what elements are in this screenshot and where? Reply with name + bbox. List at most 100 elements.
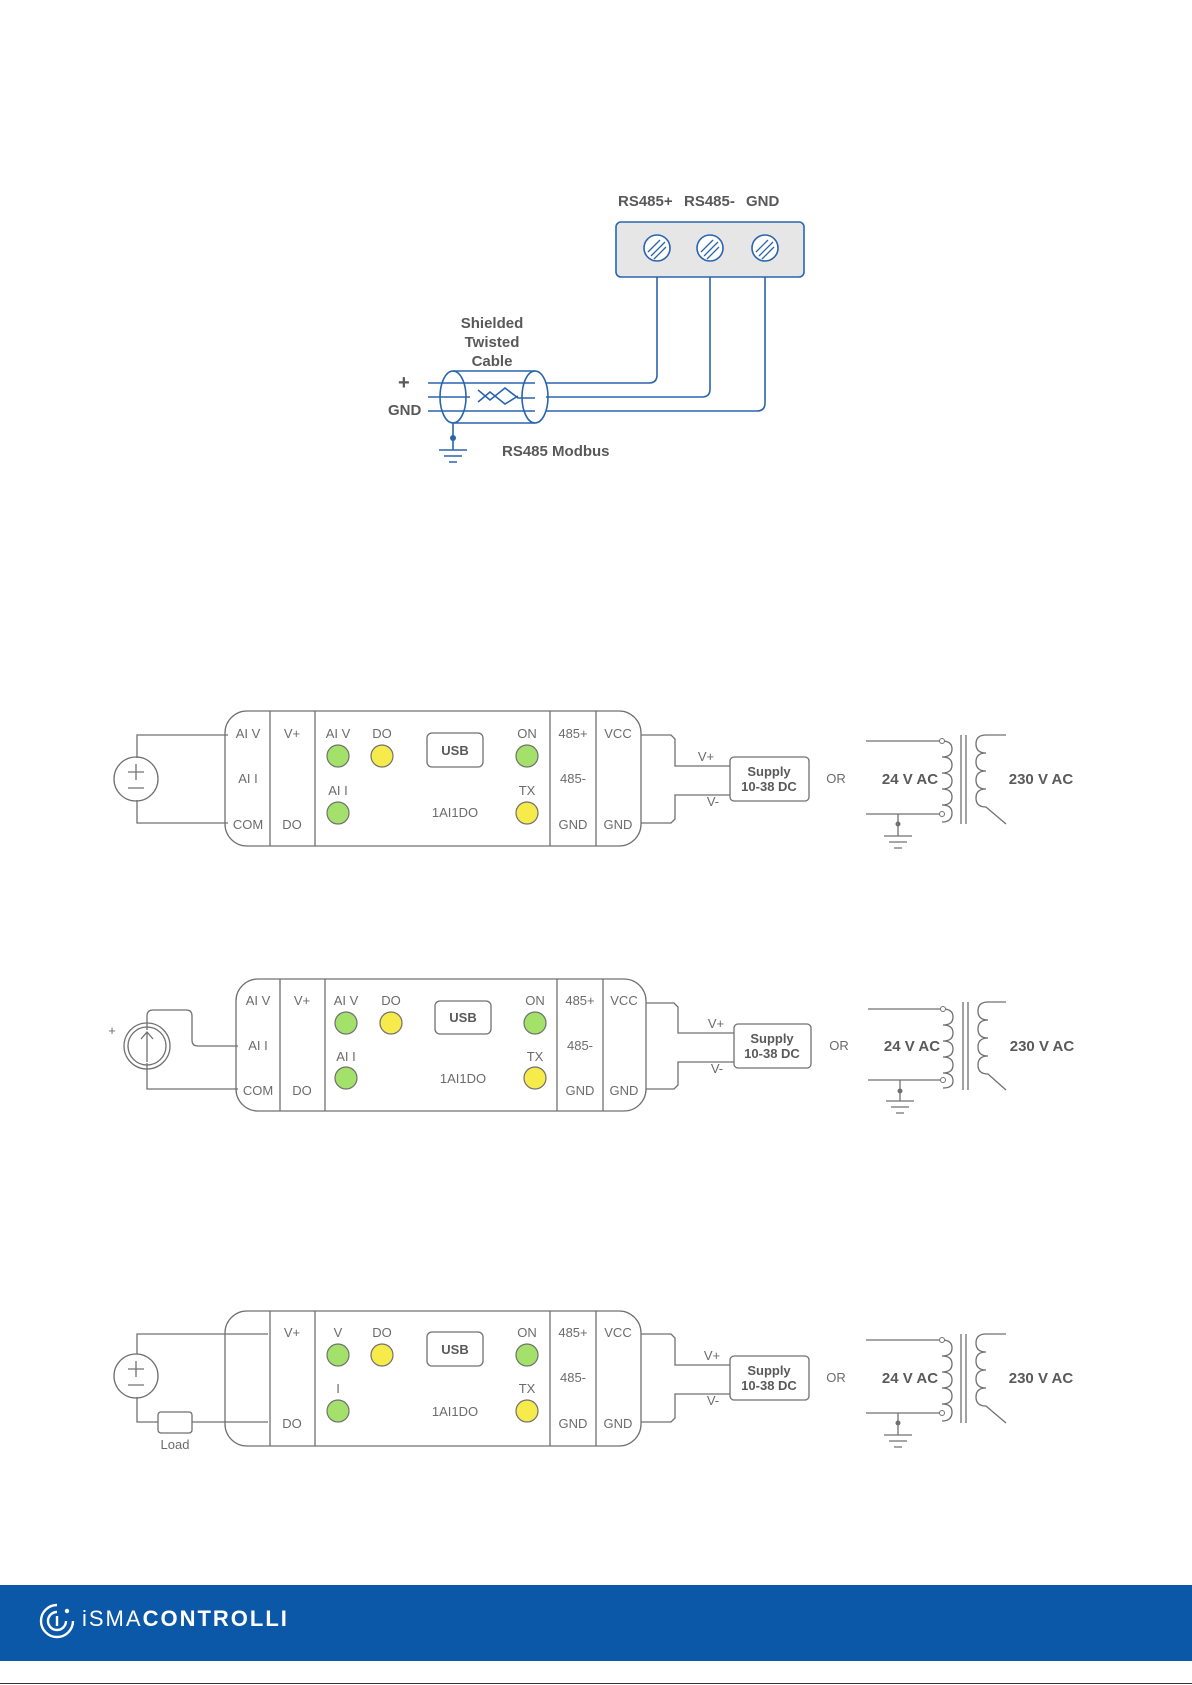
- ac24-label: 24 V AC: [882, 771, 938, 788]
- terminal-label-rs485-plus: RS485+: [618, 193, 673, 210]
- usb-label: USB: [441, 1342, 468, 1357]
- led-label-ai-i: AI I: [336, 1049, 356, 1064]
- terminal-ai-i: AI I: [238, 771, 258, 786]
- terminal-ai-v: AI V: [236, 726, 261, 741]
- led-ai-v: [326, 744, 350, 768]
- terminal-485-plus: 485+: [565, 993, 594, 1008]
- supply-v-plus: V+: [698, 749, 714, 764]
- led-label-do: DO: [372, 1325, 392, 1340]
- terminal-vcc: VCC: [604, 726, 631, 741]
- led-label-ai-v: AI V: [326, 726, 351, 741]
- supply-v-plus: V+: [704, 1348, 720, 1363]
- brand-bold: CONTROLLI: [142, 1606, 289, 1631]
- usb-port: [426, 732, 484, 768]
- module-housing: [224, 710, 642, 847]
- terminal-com: COM: [243, 1083, 273, 1098]
- module-wiring-load: Load V+ DO V DO I USB ON TX 1AI1DO 485+ …: [113, 1310, 1074, 1452]
- terminal-485-minus: 485-: [560, 1370, 586, 1385]
- led-do: [379, 1011, 403, 1035]
- module-wiring-current: + AI V AI I COM V+ DO AI V DO AI I USB O…: [108, 978, 1075, 1114]
- terminal-gnd-bus: GND: [559, 817, 588, 832]
- supply-box: [729, 1355, 810, 1401]
- brand-logo-icon: [39, 1603, 75, 1639]
- load-label: Load: [161, 1437, 190, 1452]
- led-do: [370, 744, 394, 768]
- supply-label: Supply: [750, 1031, 794, 1046]
- terminal-gnd-power: GND: [604, 817, 633, 832]
- led-tx: [523, 1066, 547, 1090]
- led-tx: [515, 801, 539, 825]
- led-ai-i: [334, 1066, 358, 1090]
- cable-label-line2: Twisted: [465, 334, 520, 351]
- supply-label: Supply: [747, 1363, 791, 1378]
- terminal-gnd-bus: GND: [566, 1083, 595, 1098]
- led-label-ai-i: AI I: [328, 783, 348, 798]
- supply-range: 10-38 DC: [741, 779, 797, 794]
- terminal-label-rs485-minus: RS485-: [684, 193, 735, 210]
- terminal-vcc: VCC: [610, 993, 637, 1008]
- cable-label-line3: Cable: [472, 353, 513, 370]
- terminal-do: DO: [282, 1416, 302, 1431]
- supply-v-minus: V-: [707, 794, 719, 809]
- supply-v-minus: V-: [707, 1393, 719, 1408]
- terminal-485-minus: 485-: [567, 1038, 593, 1053]
- led-v: [326, 1343, 350, 1367]
- terminal-485-minus: 485-: [560, 771, 586, 786]
- led-label-tx: TX: [519, 783, 536, 798]
- model-label: 1AI1DO: [440, 1071, 486, 1086]
- usb-port: [426, 1331, 484, 1367]
- or-label: OR: [826, 1370, 846, 1385]
- terminal-screws: [643, 234, 779, 262]
- current-source-plus: +: [108, 1023, 116, 1038]
- terminal-v-plus: V+: [294, 993, 310, 1008]
- usb-port: [434, 1000, 492, 1035]
- led-label-v: V: [334, 1325, 343, 1340]
- voltage-source-symbol: [113, 756, 159, 802]
- ac230-label: 230 V AC: [1010, 1038, 1075, 1055]
- supply-box: [733, 1023, 812, 1069]
- brand-light: iSMA: [82, 1606, 143, 1631]
- led-do: [370, 1343, 394, 1367]
- terminal-gnd-power: GND: [604, 1416, 633, 1431]
- led-label-ai-v: AI V: [334, 993, 359, 1008]
- module-housing: [235, 978, 647, 1112]
- supply-box: [729, 756, 810, 802]
- led-label-tx: TX: [527, 1049, 544, 1064]
- bus-wires: [428, 277, 766, 463]
- led-i: [326, 1399, 350, 1423]
- terminal-gnd-power: GND: [610, 1083, 639, 1098]
- led-label-on: ON: [517, 1325, 537, 1340]
- usb-label: USB: [449, 1010, 476, 1025]
- brand-wordmark: iSMACONTROLLI: [82, 1606, 289, 1632]
- ac24-label: 24 V AC: [884, 1038, 940, 1055]
- modbus-label: RS485 Modbus: [502, 443, 610, 460]
- ac24-label: 24 V AC: [882, 1370, 938, 1387]
- terminal-do: DO: [282, 817, 302, 832]
- model-label: 1AI1DO: [432, 805, 478, 820]
- terminal-label-gnd: GND: [746, 193, 780, 210]
- supply-v-plus: V+: [708, 1016, 724, 1031]
- terminal-v-plus: V+: [284, 1325, 300, 1340]
- terminal-ai-v: AI V: [246, 993, 271, 1008]
- or-label: OR: [826, 771, 846, 786]
- led-ai-v: [334, 1011, 358, 1035]
- ac230-label: 230 V AC: [1009, 1370, 1074, 1387]
- module-housing: [224, 1310, 642, 1447]
- voltage-source-symbol: [113, 1353, 159, 1399]
- terminal-485-plus: 485+: [558, 1325, 587, 1340]
- supply-v-minus: V-: [711, 1061, 723, 1076]
- terminal-gnd-bus: GND: [559, 1416, 588, 1431]
- supply-range: 10-38 DC: [741, 1378, 797, 1393]
- terminal-v-plus: V+: [284, 726, 300, 741]
- led-on: [515, 744, 539, 768]
- bus-plus-label: +: [398, 372, 410, 394]
- ac230-label: 230 V AC: [1009, 771, 1074, 788]
- bus-gnd-label: GND: [388, 402, 422, 419]
- rs485-bus-diagram: RS485+ RS485- GND Shie: [388, 193, 805, 463]
- terminal-do: DO: [292, 1083, 312, 1098]
- led-label-on: ON: [517, 726, 537, 741]
- module-wiring-voltage: AI V AI I COM V+ DO AI V DO AI I USB ON …: [113, 710, 1074, 849]
- or-label: OR: [829, 1038, 849, 1053]
- led-label-do: DO: [381, 993, 401, 1008]
- wiring-diagram: RS485+ RS485- GND Shie: [108, 193, 1075, 1452]
